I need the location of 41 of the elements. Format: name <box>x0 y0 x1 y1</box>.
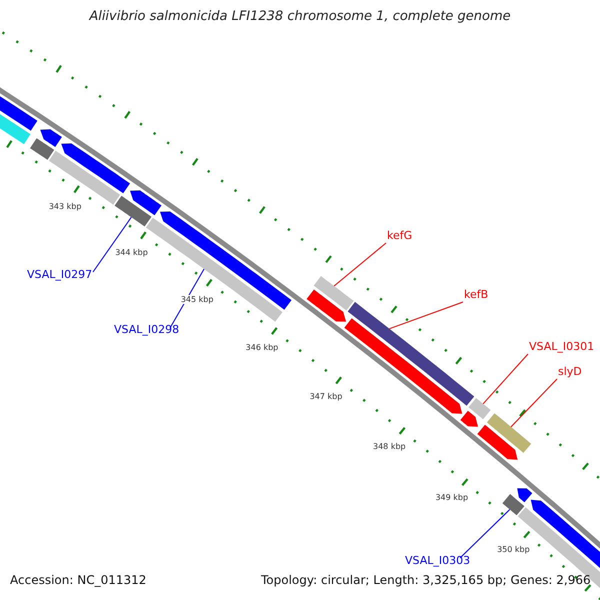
scale-label: 349 kbp <box>435 493 468 503</box>
gene-feature <box>114 196 152 226</box>
leader-line <box>334 242 386 286</box>
leader-line <box>460 509 510 558</box>
scale-label: 343 kbp <box>48 202 82 212</box>
gene-feature <box>61 143 130 194</box>
scale-label: 347 kbp <box>310 392 342 402</box>
gene-feature <box>477 424 518 460</box>
gene-feature <box>314 276 354 310</box>
scale-label: 345 kbp <box>180 294 214 304</box>
gene-feature <box>306 290 346 322</box>
scale-label: 350 kbp <box>497 545 530 556</box>
leader-line <box>510 378 558 428</box>
leader-line <box>482 354 528 404</box>
footer-text: Accession: NC_011312 <box>10 573 146 588</box>
scale-label: 348 kbp <box>373 442 406 452</box>
footer-text: Topology: circular; Length: 3,325,165 bp; Genes: 2,966 <box>261 573 591 588</box>
gene-label: kefG <box>387 229 412 242</box>
gene-label: VSAL_I0297 <box>27 268 92 282</box>
gene-feature <box>130 190 162 216</box>
gene-feature <box>460 410 478 427</box>
leader-line <box>92 216 132 272</box>
title: Aliivibrio salmonicida LFI1238 chromosome 1, complete genome <box>88 9 512 25</box>
scale-label: 346 kbp <box>246 342 278 352</box>
gene-feature <box>30 138 54 160</box>
gene-label: VSAL_I0301 <box>529 340 594 354</box>
gene-label: kefB <box>464 288 488 302</box>
gene-label: slyD <box>558 365 582 378</box>
gene-feature <box>517 488 532 502</box>
gene-feature <box>40 129 62 147</box>
gene-feature <box>348 302 474 406</box>
gene-label: VSAL_I0298 <box>114 323 180 336</box>
gene-feature <box>468 398 491 420</box>
gene-label: VSAL_I0303 <box>405 554 470 568</box>
scale-label: 344 kbp <box>115 248 148 258</box>
gene-feature <box>486 413 532 453</box>
gene-feature <box>160 212 292 310</box>
gene-feature <box>344 318 462 414</box>
leader-line <box>388 302 464 330</box>
gene-feature <box>502 494 524 516</box>
gene-feature <box>146 218 282 322</box>
